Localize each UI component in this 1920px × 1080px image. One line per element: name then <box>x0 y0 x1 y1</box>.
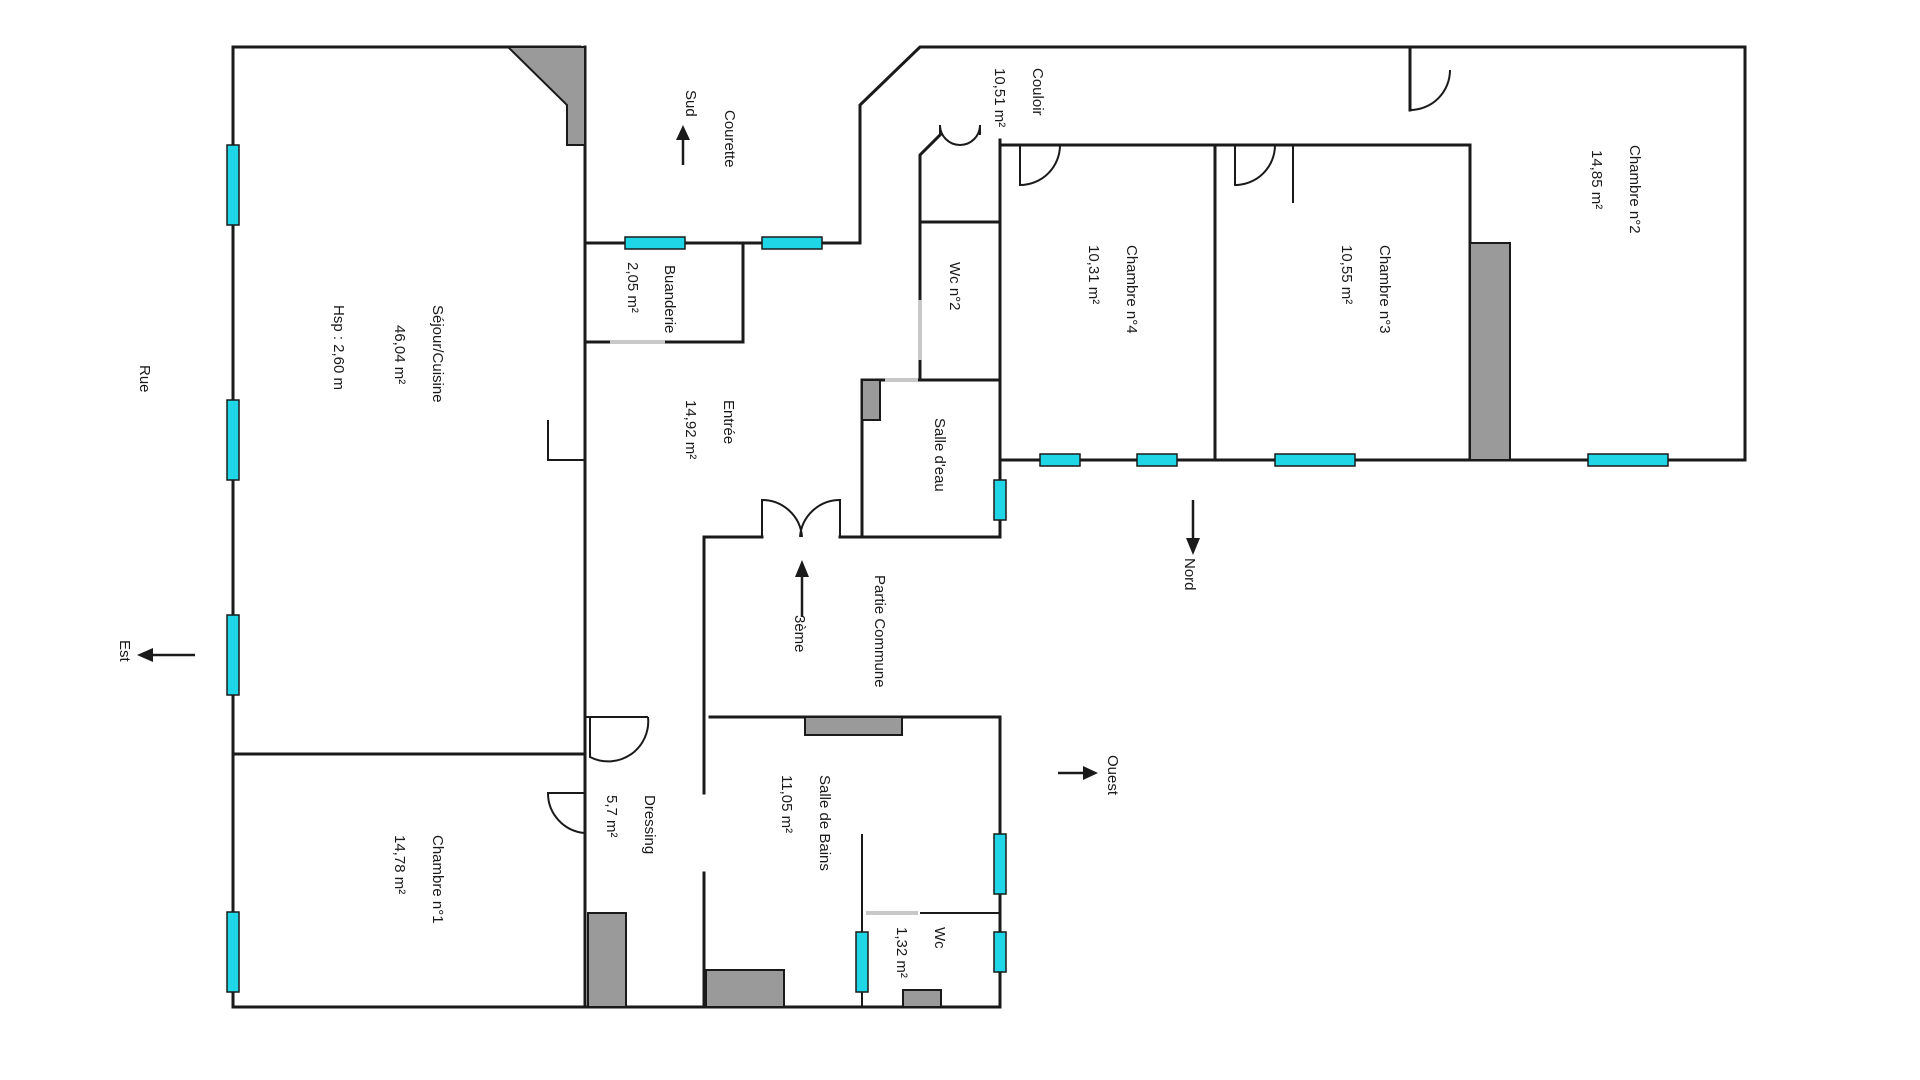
label-est: Est <box>116 640 133 663</box>
arrow-est-head <box>137 648 153 662</box>
fixture-wc <box>902 989 942 1008</box>
label-sejour-name: Séjour/Cuisine <box>429 305 446 403</box>
label-chambre3-name: Chambre n°3 <box>1376 245 1393 334</box>
label-ouest: Ouest <box>1104 755 1121 796</box>
window-salle-eau <box>993 479 1007 521</box>
label-courette: Courette <box>721 110 738 168</box>
label-sejour-area: 46,04 m² <box>391 325 408 384</box>
label-wc2-name: Wc n°2 <box>946 262 963 311</box>
label-sud: Sud <box>682 90 699 117</box>
window-sejour-2 <box>226 399 240 481</box>
arrow-3eme-head <box>795 560 809 577</box>
label-salle-bains-name: Salle de Bains <box>816 775 833 871</box>
door-entree <box>761 498 841 538</box>
fixture-chambre3 <box>1469 242 1511 461</box>
window-buanderie-2 <box>761 236 823 250</box>
label-wc-name: Wc <box>931 927 948 949</box>
label-couloir-area: 10,51 m² <box>991 68 1008 127</box>
door-dressing-top <box>589 716 650 763</box>
label-salle-bains-area: 11,05 m² <box>778 775 795 833</box>
window-buanderie-1 <box>624 236 686 250</box>
label-sejour-hsp: Hsp : 2,60 m <box>330 305 347 390</box>
orientation-arrows <box>137 125 1200 780</box>
window-wc-right <box>993 931 1007 973</box>
label-buanderie-name: Buanderie <box>661 265 678 333</box>
doors <box>546 69 1451 834</box>
label-chambre4-name: Chambre n°4 <box>1123 245 1140 334</box>
windows <box>226 144 1669 993</box>
label-chambre1-area: 14,78 m² <box>391 835 408 894</box>
door-chambre4 <box>1019 144 1061 187</box>
walls <box>231 45 1747 1009</box>
label-entree-name: Entrée <box>720 400 737 444</box>
wall-buanderie <box>583 45 1747 462</box>
door-wc2 <box>939 124 981 146</box>
label-rue: Rue <box>136 365 153 393</box>
label-partie-commune: Partie Commune <box>871 575 888 688</box>
label-chambre4-area: 10,31 m² <box>1085 245 1102 304</box>
door-chambre2 <box>1409 69 1451 111</box>
label-chambre2-area: 14,85 m² <box>1588 150 1605 209</box>
arrow-sud-head <box>676 125 690 140</box>
window-sdb <box>993 833 1007 895</box>
labels: Séjour/Cuisine 46,04 m² Hsp : 2,60 m Cha… <box>116 68 1643 978</box>
label-chambre3-area: 10,55 m² <box>1338 245 1355 304</box>
door-chambre3 <box>1234 144 1276 187</box>
window-chambre2 <box>1587 453 1669 467</box>
fixture-dressing <box>587 912 627 1008</box>
wall-left-block <box>231 45 1002 1009</box>
label-3eme: 3ème <box>791 615 808 653</box>
label-entree-area: 14,92 m² <box>682 400 699 459</box>
label-chambre2-name: Chambre n°2 <box>1626 145 1643 234</box>
label-nord: Nord <box>1181 558 1198 591</box>
fixture-sdb-top <box>804 716 903 736</box>
fixture-corner <box>505 46 586 146</box>
label-chambre1-name: Chambre n°1 <box>429 835 446 924</box>
window-chambre4-1 <box>1039 453 1081 467</box>
window-wc-left <box>855 931 869 993</box>
window-chambre3 <box>1274 453 1356 467</box>
wall-landing <box>702 535 764 795</box>
label-dressing-name: Dressing <box>641 795 658 854</box>
label-couloir-name: Couloir <box>1029 68 1046 116</box>
fixtures <box>505 46 1511 1008</box>
wall-entree-stub <box>547 420 585 461</box>
label-buanderie-area: 2,05 m² <box>624 262 641 313</box>
wall-wc2-top <box>918 132 943 224</box>
window-sejour-1 <box>226 144 240 226</box>
fixture-salle-eau <box>861 379 881 421</box>
door-dressing-side <box>546 792 586 834</box>
label-salle-eau-name: Salle d'eau <box>931 418 948 492</box>
arrow-ouest-head <box>1083 766 1098 780</box>
wall-salle-eau <box>860 378 1002 539</box>
window-chambre1 <box>226 911 240 993</box>
window-chambre4-2 <box>1136 453 1178 467</box>
fixture-sdb-bath <box>705 969 785 1008</box>
label-wc-area: 1,32 m² <box>893 927 910 978</box>
arrow-nord-head <box>1186 538 1200 555</box>
label-dressing-area: 5,7 m² <box>603 795 620 838</box>
window-sejour-3 <box>226 614 240 696</box>
